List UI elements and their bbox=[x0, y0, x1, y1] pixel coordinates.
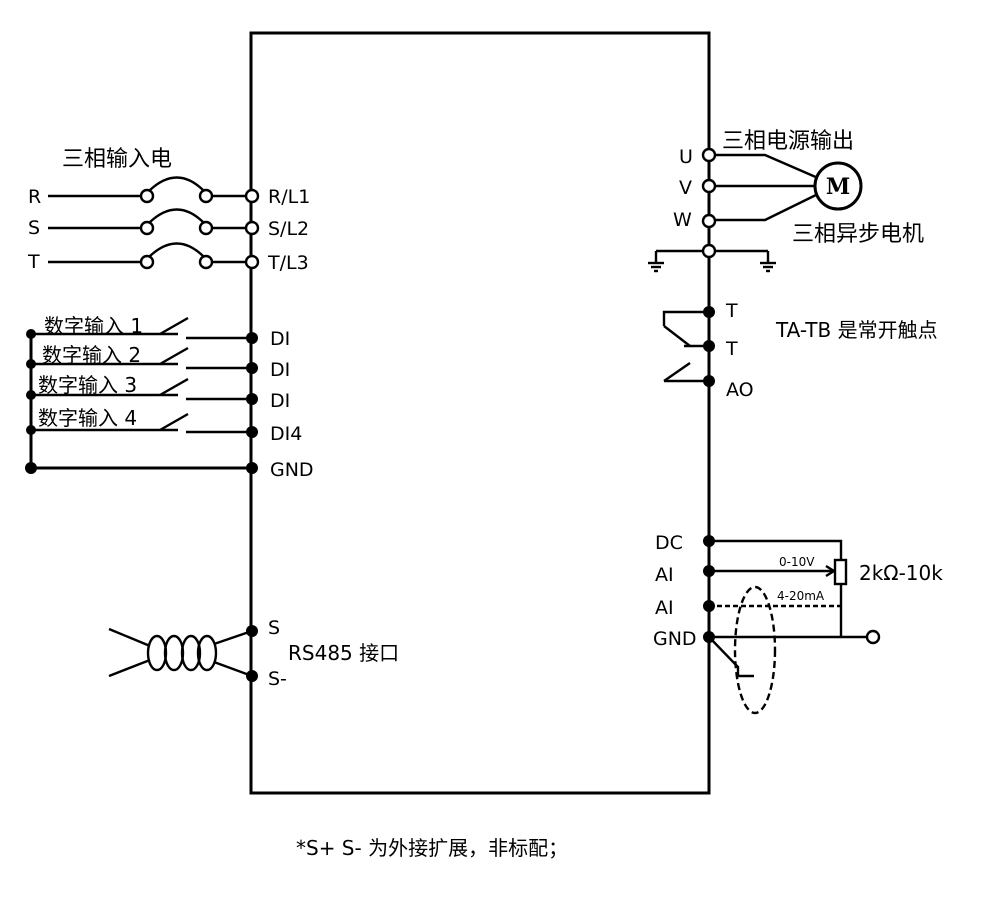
input-power-title: 三相输入电 bbox=[62, 147, 172, 172]
motor-symbol bbox=[813, 161, 863, 211]
analog-output-terminal bbox=[865, 629, 881, 645]
switch-label-di-2: 数字输入 2 bbox=[42, 343, 141, 367]
digital-input-4: 数字输入 4 DI4 bbox=[26, 406, 302, 445]
output-v: V bbox=[679, 177, 815, 199]
terminal-label-ai-2: AI bbox=[655, 597, 674, 619]
terminal-label-di-3: DI bbox=[270, 390, 290, 412]
resistor-label: 2kΩ-10k bbox=[859, 561, 943, 585]
terminal-w bbox=[701, 213, 717, 229]
motor: M 三相异步电机 bbox=[792, 161, 924, 247]
output-w: W bbox=[673, 192, 819, 231]
terminal-s-l2 bbox=[244, 220, 260, 236]
input-phase-t: T T/L3 bbox=[27, 242, 309, 274]
phase-label-t: T bbox=[27, 251, 40, 273]
shield-loop bbox=[733, 585, 777, 715]
terminal-label-di-2: DI bbox=[270, 359, 290, 381]
terminal-label-t-l3: T/L3 bbox=[267, 252, 309, 274]
terminal-label-rs485-s: S bbox=[268, 617, 280, 639]
rs485-twisted-pair: S S- RS485 接口 bbox=[108, 617, 399, 690]
terminal-gnd-di bbox=[246, 462, 258, 474]
motor-label: 三相异步电机 bbox=[792, 222, 924, 247]
digital-input-2: 数字输入 2 DI bbox=[26, 343, 290, 381]
terminal-u bbox=[701, 147, 717, 163]
terminal-di-1 bbox=[246, 332, 258, 344]
digital-input-1: 数字输入 1 DI bbox=[26, 314, 290, 350]
terminal-label-relay-tb: T bbox=[725, 338, 738, 360]
terminal-label-gnd-analog: GND bbox=[653, 628, 697, 650]
terminal-label-s-l2: S/L2 bbox=[268, 218, 309, 240]
terminal-label-relay-ao: AO bbox=[726, 379, 754, 401]
terminal-rs485-s-minus bbox=[246, 670, 258, 682]
terminal-label-r-l1: R/L1 bbox=[268, 186, 310, 208]
terminal-label-rs485-s-minus: S- bbox=[268, 668, 287, 690]
terminal-di-3 bbox=[246, 393, 258, 405]
input-phase-s: S S/L2 bbox=[28, 208, 309, 240]
current-range-label: 4-20mA bbox=[777, 589, 825, 603]
terminal-label-relay-ta: T bbox=[725, 300, 738, 322]
terminal-label-gnd-di: GND bbox=[270, 459, 314, 481]
terminal-label-u: U bbox=[679, 146, 693, 168]
switch-label-di-4: 数字输入 4 bbox=[38, 406, 137, 430]
terminal-label-dc: DC bbox=[655, 532, 683, 554]
digital-common-gnd: GND bbox=[25, 459, 314, 481]
terminal-label-di-1: DI bbox=[270, 328, 290, 350]
relay-note: TA-TB 是常开触点 bbox=[775, 318, 938, 342]
analog-io: DC AI AI GND 0-10V 4-20mA 2kΩ-10k bbox=[653, 532, 943, 715]
potentiometer bbox=[833, 558, 848, 586]
input-phase-r: R R/L1 bbox=[28, 176, 310, 208]
terminal-v bbox=[701, 178, 717, 194]
terminal-label-w: W bbox=[673, 209, 692, 231]
footnote: *S+ S- 为外接扩展，非标配； bbox=[296, 836, 568, 860]
terminal-r-l1 bbox=[244, 188, 260, 204]
terminal-t-l3 bbox=[244, 254, 260, 270]
inverter-body bbox=[249, 31, 711, 795]
earth-ground bbox=[648, 243, 776, 273]
phase-label-r: R bbox=[28, 186, 41, 208]
motor-letter: M bbox=[826, 174, 850, 200]
output-u: U bbox=[679, 146, 819, 180]
terminal-label-v: V bbox=[679, 177, 692, 199]
phase-label-s: S bbox=[28, 217, 40, 239]
shield-drain bbox=[708, 636, 754, 678]
terminal-pe bbox=[701, 243, 717, 259]
rs485-label: RS485 接口 bbox=[288, 641, 399, 665]
terminal-label-ai-1: AI bbox=[655, 564, 674, 586]
digital-input-3: 数字输入 3 DI bbox=[26, 373, 290, 412]
terminal-di-2 bbox=[246, 362, 258, 374]
terminal-di-4 bbox=[246, 426, 258, 438]
output-power-title: 三相电源输出 bbox=[722, 129, 854, 154]
switch-label-di-1: 数字输入 1 bbox=[44, 314, 143, 338]
terminal-rs485-s bbox=[246, 625, 258, 637]
terminal-label-di4: DI4 bbox=[270, 423, 302, 445]
relay-output: T T AO TA-TB 是常开触点 bbox=[662, 257, 938, 401]
voltage-range-label: 0-10V bbox=[779, 555, 815, 569]
switch-label-di-3: 数字输入 3 bbox=[38, 373, 137, 397]
